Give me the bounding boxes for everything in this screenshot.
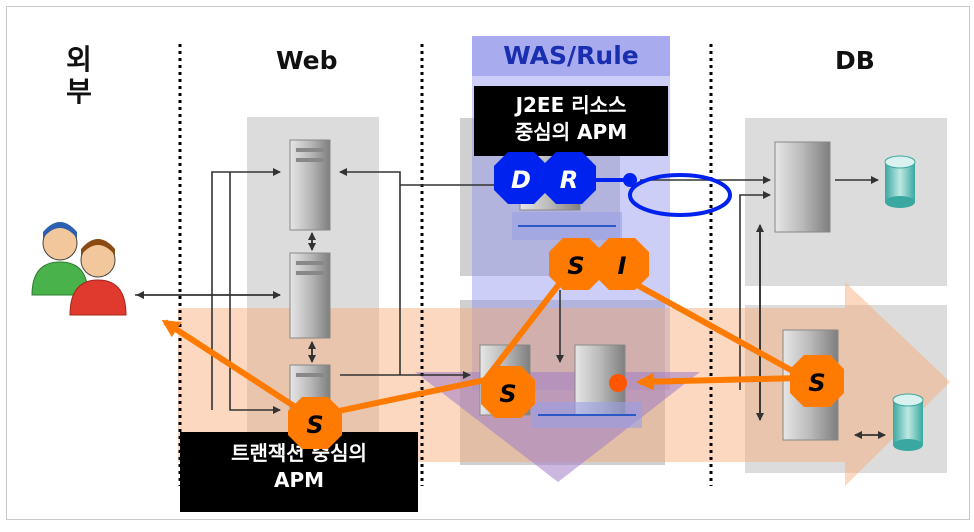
j2ee-apm-line1: J2EE 리소스	[515, 93, 627, 117]
s-badge-was-top: S	[549, 238, 603, 290]
i-badge: I	[595, 238, 649, 290]
s-badge-was-lower: S	[481, 366, 535, 418]
s-badge-web-text: S	[306, 411, 323, 439]
transaction-endpoint	[609, 374, 627, 392]
db-server-top	[774, 141, 831, 233]
resource-loop-node	[623, 173, 637, 187]
column-external-line2: 부	[66, 75, 92, 108]
connector-arrows	[135, 168, 886, 439]
web-server-1	[289, 139, 331, 231]
transaction-flow	[161, 267, 802, 418]
column-web-label: Web	[276, 46, 338, 75]
web-server-2	[289, 252, 331, 339]
column-was-label: WAS/Rule	[472, 36, 670, 76]
transaction-apm-line2: APM	[273, 468, 325, 492]
column-external-label: 외 부	[64, 44, 94, 108]
j2ee-apm-label: J2EE 리소스 중심의 APM	[474, 86, 668, 156]
i-badge-text: I	[618, 252, 627, 280]
column-external-line1: 외	[66, 43, 92, 76]
s-badge-was-lower-text: S	[499, 380, 516, 408]
users-icon	[31, 222, 127, 316]
database-icon-top	[884, 155, 916, 208]
r-badge-text: R	[560, 166, 578, 194]
s-badge-was-top-text: S	[567, 252, 584, 280]
column-db-label: DB	[835, 46, 875, 75]
s-badge-web: S	[288, 397, 342, 449]
j2ee-apm-line2: 중심의 APM	[514, 120, 628, 144]
flow-strip-upper	[512, 212, 622, 240]
r-badge: R	[542, 152, 596, 204]
s-badge-db-text: S	[808, 369, 825, 397]
flow-strip-lower	[532, 402, 642, 428]
d-badge: D	[494, 152, 548, 204]
s-badge-db: S	[790, 355, 844, 407]
d-badge-text: D	[511, 166, 531, 194]
database-icon-lower	[892, 393, 924, 451]
